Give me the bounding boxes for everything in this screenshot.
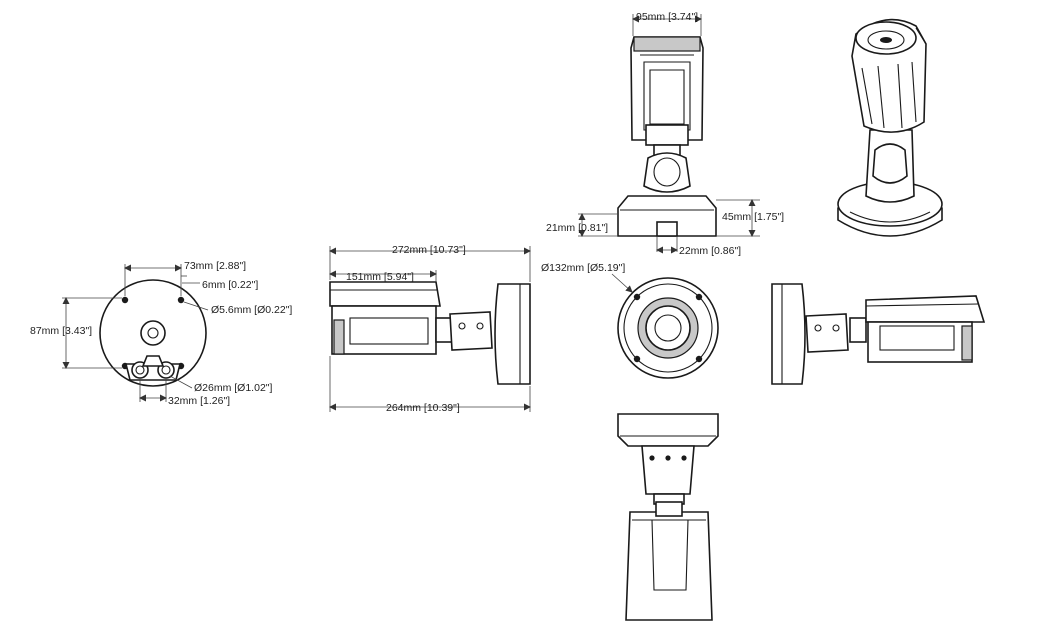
hole-spacing-height-dim: 87mm [3.43"] <box>30 325 92 337</box>
rear-side-view <box>865 295 986 363</box>
hood-length-dim: 151mm [5.94"] <box>346 271 414 283</box>
conduit-spacing-dim: 32mm [1.26"] <box>168 395 230 407</box>
top-view <box>617 413 719 621</box>
mount-base-view: 73mm [2.88"] 6mm [0.22"] Ø5.6mm [Ø0.22"]… <box>30 260 292 407</box>
hole-spacing-width-dim: 73mm [2.88"] <box>184 260 246 272</box>
conduit-diameter-dim: Ø26mm [Ø1.02"] <box>194 382 273 394</box>
side-view: 272mm [10.73"] 151mm [5.94"] 264mm [10.3… <box>329 244 531 414</box>
front-view: 95mm [3.74"] 45mm [1.75"] 21mm [0.81"] 2… <box>546 11 784 257</box>
screw-hole-dim: Ø5.6mm [Ø0.22"] <box>211 304 292 316</box>
overall-length-dim: 272mm [10.73"] <box>392 244 466 256</box>
housing-width-dim: 95mm [3.74"] <box>636 11 698 23</box>
base-step-dim: 21mm [0.81"] <box>546 222 608 234</box>
cable-slot-dim: 22mm [0.86"] <box>679 245 741 257</box>
lens-front-view: Ø132mm [Ø5.19"] <box>541 262 719 379</box>
body-length-dim: 264mm [10.39"] <box>386 402 460 414</box>
base-height-dim: 45mm [1.75"] <box>722 211 784 223</box>
mount-diameter-dim: Ø132mm [Ø5.19"] <box>541 262 625 274</box>
right-side-view <box>771 283 867 385</box>
hole-offset-dim: 6mm [0.22"] <box>202 279 258 291</box>
isometric-view <box>837 18 943 237</box>
